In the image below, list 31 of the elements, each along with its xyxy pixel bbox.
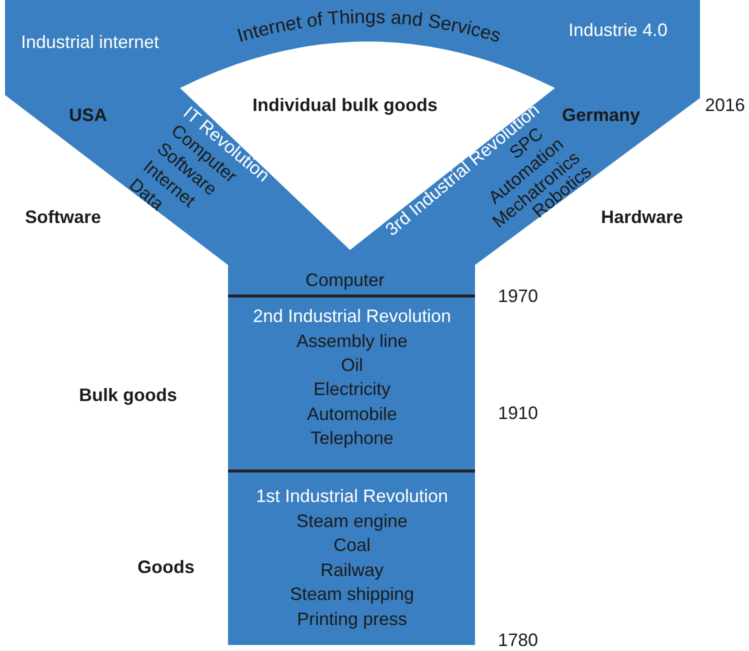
list-item: Telephone <box>310 428 394 448</box>
year-label: 1780 <box>498 630 538 650</box>
list-item: Steam shipping <box>290 584 414 604</box>
heading-text: Computer <box>305 270 385 290</box>
heading-text: 1st Industrial Revolution <box>256 486 448 506</box>
list-item: Oil <box>341 355 363 375</box>
region-label: Germany <box>562 105 640 125</box>
stem-band <box>228 295 475 470</box>
region-label: USA <box>69 105 107 125</box>
stem-band <box>228 470 475 645</box>
year-label: 1910 <box>498 403 538 423</box>
stem-band <box>228 265 475 295</box>
list-item: Printing press <box>296 609 408 629</box>
band-title: Internet of Things and Services <box>234 6 503 48</box>
list-item: Automobile <box>306 404 398 424</box>
list-item: Assembly line <box>296 331 408 351</box>
list-item: Coal <box>333 535 371 555</box>
axis-label: Bulk goods <box>79 385 177 405</box>
heading-text: Industrial internet <box>20 32 160 52</box>
heading-text: 2nd Industrial Revolution <box>252 306 452 326</box>
heading-text: Industrie 4.0 <box>568 20 668 40</box>
arc-band <box>180 0 555 88</box>
list-item: Electricity <box>314 379 390 399</box>
axis-label: Hardware <box>600 207 684 227</box>
year-label: 1970 <box>498 286 538 306</box>
year-label: 2016 <box>704 95 746 115</box>
list-item: Railway <box>320 560 384 580</box>
axis-label: Software <box>24 207 102 227</box>
axis-label: Goods <box>138 557 194 577</box>
list-item: Steam engine <box>296 511 408 531</box>
region-label: Individual bulk goods <box>252 95 438 115</box>
